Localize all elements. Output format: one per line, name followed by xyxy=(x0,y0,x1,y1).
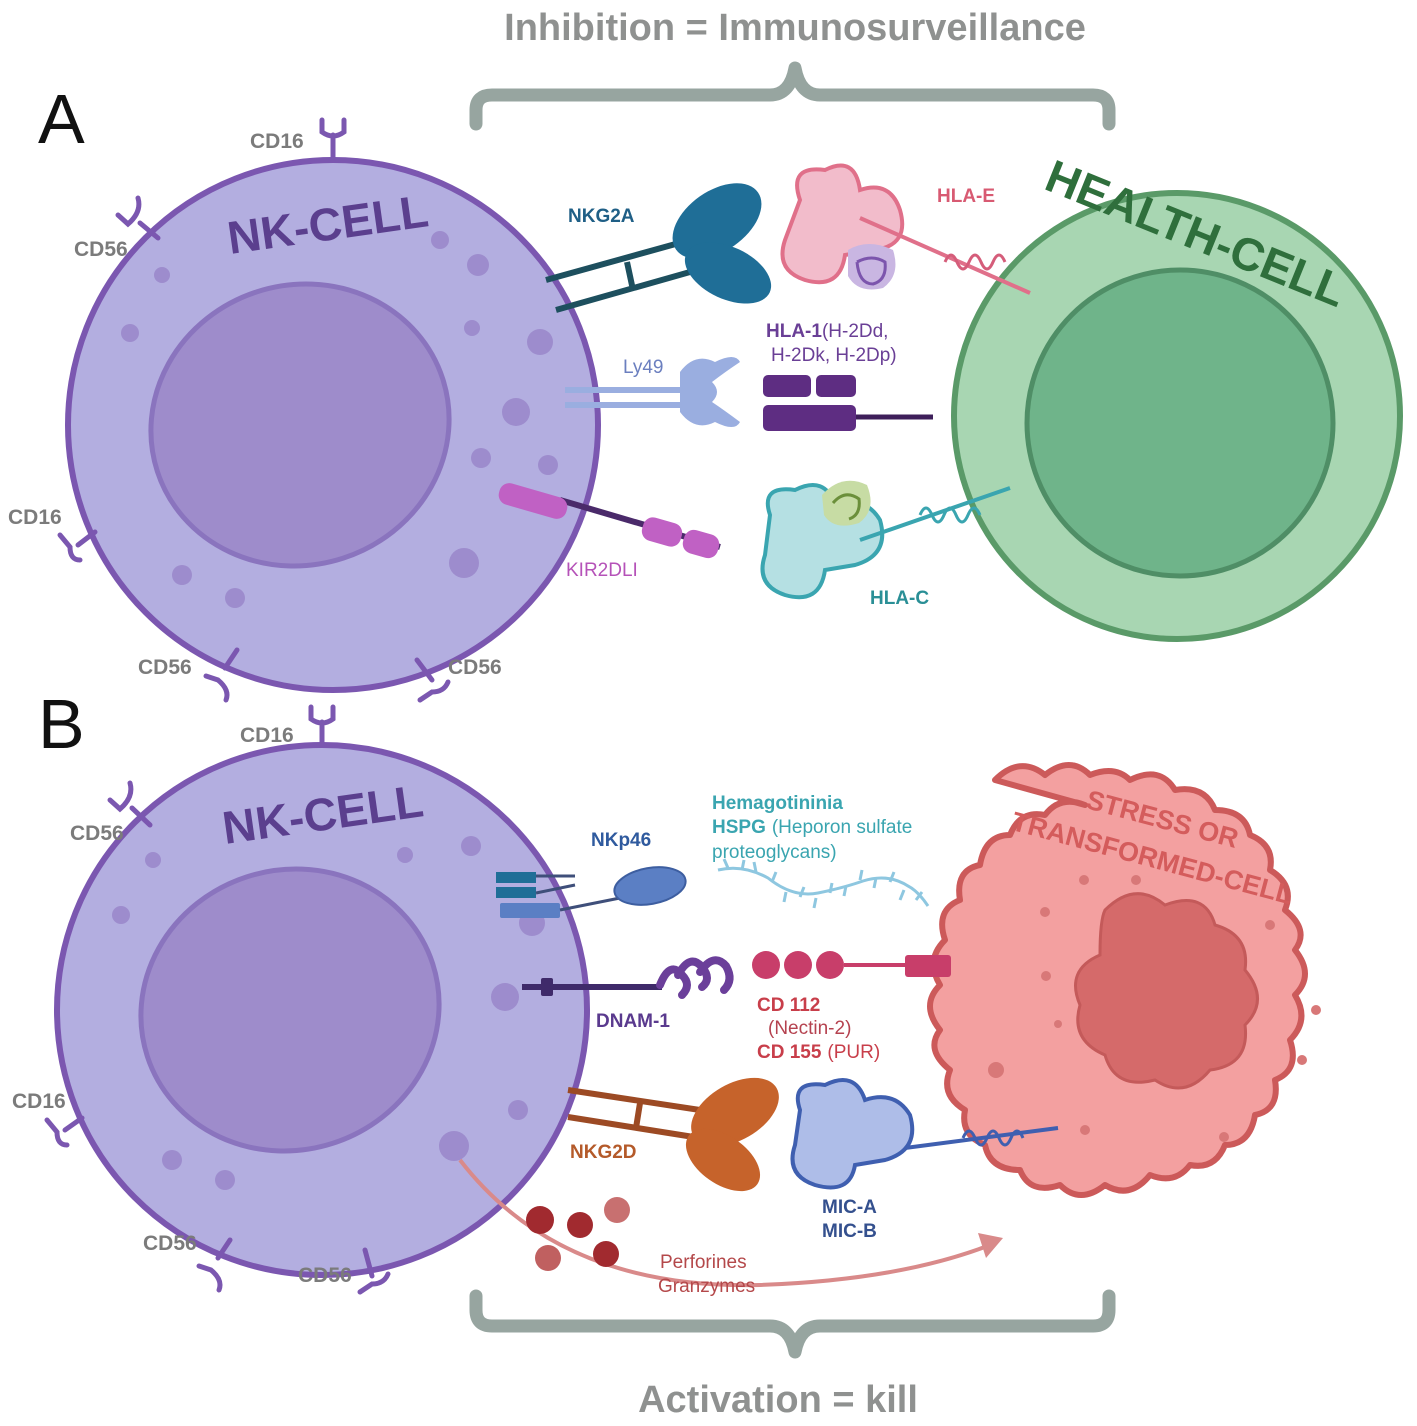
hla-1-label-line2: H-2Dk, H-2Dp) xyxy=(771,345,897,366)
ly49-label: Ly49 xyxy=(623,357,664,378)
nk-cell-b: NK-CELL xyxy=(54,742,590,1278)
dnam1-label: DNAM-1 xyxy=(596,1011,670,1032)
cd56-label-b-left: CD56 xyxy=(70,822,124,845)
nk-cell-a: NK-CELL xyxy=(65,157,601,693)
title-activation: Activation = kill xyxy=(638,1379,918,1421)
nkg2a-label: NKG2A xyxy=(568,206,635,227)
hla-c-label: HLA-C xyxy=(870,588,929,609)
marker-icons-a xyxy=(57,117,451,703)
hla-c-ligand xyxy=(760,480,1011,600)
hemagotininia-label: Hemagotininia xyxy=(712,793,843,814)
micb-label: MIC-B xyxy=(822,1221,877,1242)
cd56-label-a-bottom: CD56 xyxy=(138,656,192,679)
health-cell: HEALTH-CELL xyxy=(951,149,1403,642)
cd16-label-a-top: CD16 xyxy=(250,130,304,153)
cd56-label-a-right: CD56 xyxy=(448,656,502,679)
top-bracket xyxy=(469,61,1116,131)
hspg-label-line2: proteoglycans) xyxy=(712,842,837,863)
nkp46-receptor xyxy=(496,866,687,918)
cd16-label-b-left: CD16 xyxy=(12,1090,66,1113)
cd155-label-bold: CD 155 xyxy=(757,1042,822,1063)
granzymes-label: Granzymes xyxy=(658,1276,755,1297)
cd155-label: CD 155(PUR) xyxy=(757,1042,880,1063)
perforines-label: Perforines xyxy=(660,1252,747,1273)
marker-icons-b xyxy=(44,704,391,1295)
cd16-label-a-left: CD16 xyxy=(8,506,62,529)
panel-b-letter: B xyxy=(38,685,85,763)
mica-label: MIC-A xyxy=(822,1197,877,1218)
cd112-sublabel: (Nectin-2) xyxy=(768,1018,851,1039)
hla-e-ligand xyxy=(780,163,1031,295)
hspg-label-bold: HSPG xyxy=(712,817,766,838)
mic-ligand xyxy=(790,1078,1059,1190)
hla-1-ligand xyxy=(763,375,933,431)
cd56-label-b-bottom: CD56 xyxy=(143,1232,197,1255)
nkg2a-receptor xyxy=(545,183,772,313)
kir2dli-receptor xyxy=(498,483,721,559)
hla-1-label-bold: HLA-1 xyxy=(766,321,822,342)
hla-1-label: HLA-1(H-2Dd, xyxy=(766,321,888,342)
granule-release xyxy=(458,1158,1003,1288)
nkp46-label: NKp46 xyxy=(591,830,651,851)
panel-a-letter: A xyxy=(38,80,85,158)
cd56-label-a-left: CD56 xyxy=(74,238,128,261)
kir2dli-label: KIR2DLI xyxy=(566,560,638,581)
hspg-ligand xyxy=(717,858,930,909)
cd56-label-b-right: CD56 xyxy=(298,1264,352,1287)
hla-1-label-rest: (H-2Dd, xyxy=(822,321,889,342)
dnam1-receptor xyxy=(522,956,734,999)
ly49-receptor xyxy=(565,357,740,427)
nkg2d-receptor xyxy=(567,1077,779,1192)
title-inhibition: Inhibition = Immunosurveillance xyxy=(504,7,1086,49)
transformed-cell: STRESS OR TRANSFORMED-CELL xyxy=(927,762,1321,1198)
cd112-cd155-ligand xyxy=(752,951,951,979)
cd16-label-b-top: CD16 xyxy=(240,724,294,747)
hspg-label-rest: (Heporon sulfate xyxy=(772,817,912,838)
hla-e-label: HLA-E xyxy=(937,186,995,207)
nkg2d-label: NKG2D xyxy=(570,1142,637,1163)
cd155-label-rest: (PUR) xyxy=(827,1042,880,1063)
cd112-label: CD 112 xyxy=(757,995,820,1016)
bottom-bracket xyxy=(469,1289,1116,1359)
hspg-label: HSPG (Heporon sulfate xyxy=(712,817,912,838)
